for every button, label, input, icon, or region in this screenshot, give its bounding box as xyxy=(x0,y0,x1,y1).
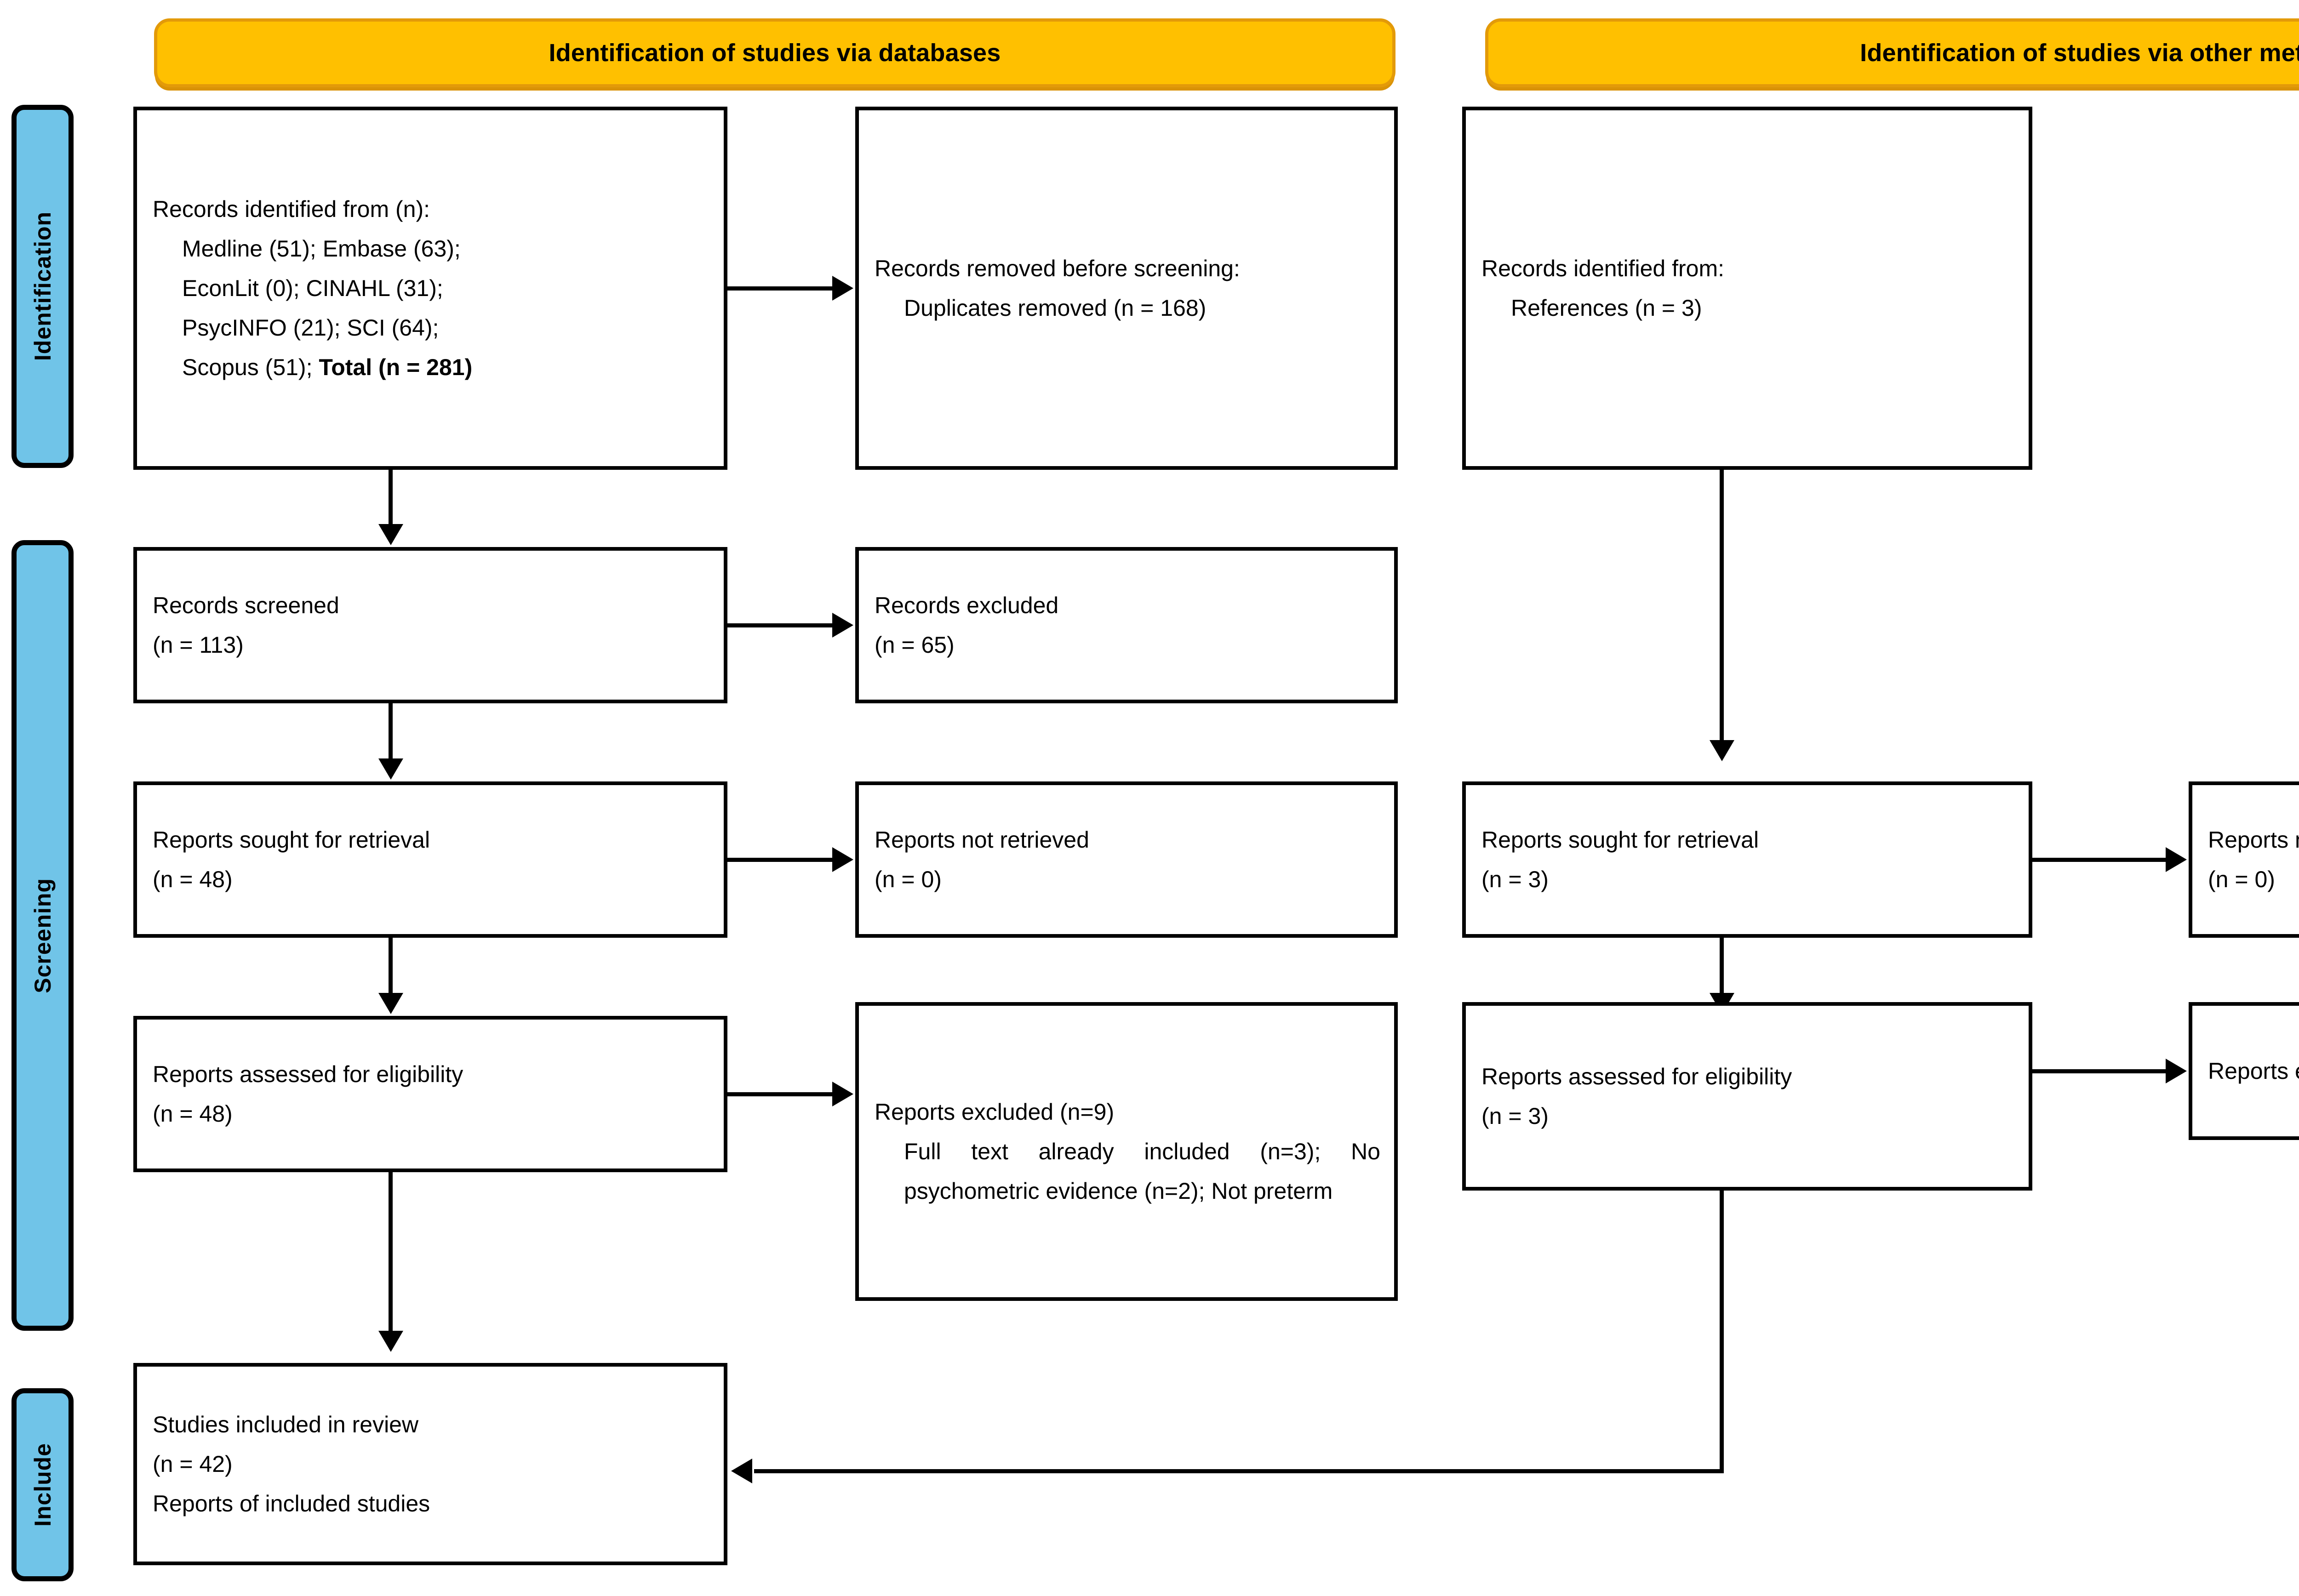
records-identified-other-references: References (n = 3) xyxy=(1511,295,1702,321)
reports-assessed-db-count: (n = 48) xyxy=(153,1101,233,1127)
box-reports-excluded-databases: Reports excluded (n=9) Full text already… xyxy=(855,1002,1398,1301)
reports-sought-db-title: Reports sought for retrieval xyxy=(153,827,430,853)
records-identified-scopus: Scopus (51); xyxy=(182,354,319,380)
arrowhead-assessed-db-to-included xyxy=(378,1331,403,1352)
reports-sought-other-title: Reports sought for retrieval xyxy=(1481,827,1759,853)
records-removed-title: Records removed before screening: xyxy=(875,256,1240,281)
arrowhead-assessed-to-excluded-other xyxy=(2166,1059,2187,1083)
box-reports-sought-other: Reports sought for retrieval (n = 3) xyxy=(1462,781,2032,938)
records-identified-title: Records identified from (n): xyxy=(153,196,430,222)
rail-screening: Screening xyxy=(11,540,74,1331)
reports-sought-other-count: (n = 3) xyxy=(1481,866,1549,892)
records-excluded-title: Records excluded xyxy=(875,593,1059,618)
box-reports-not-retrieved-other: Reports not retrieved (n = 0) xyxy=(2189,781,2299,938)
arrowhead-sought-to-assessed-db xyxy=(378,993,403,1014)
reports-assessed-other-title: Reports assessed for eligibility xyxy=(1481,1064,1792,1089)
connector-screened-to-sought xyxy=(389,703,393,763)
records-identified-row-1: Medline (51); Embase (63); xyxy=(182,236,461,262)
rail-identification: Identification xyxy=(11,105,74,468)
header-other-methods: Identification of studies via other meth… xyxy=(1485,18,2299,87)
box-records-removed-before-screening: Records removed before screening: Duplic… xyxy=(855,107,1398,470)
records-identified-other-title: Records identified from: xyxy=(1481,256,1725,281)
records-identified-total: Total (n = 281) xyxy=(319,354,473,380)
header-other-methods-label: Identification of studies via other meth… xyxy=(1860,39,2299,67)
reports-assessed-other-count: (n = 3) xyxy=(1481,1103,1549,1129)
records-removed-duplicates: Duplicates removed (n = 168) xyxy=(904,295,1207,321)
connector-assessed-db-to-included xyxy=(389,1172,393,1335)
records-screened-count: (n = 113) xyxy=(153,632,244,658)
connector-sought-to-not-retrieved-db xyxy=(727,858,833,862)
arrowhead-sought-to-not-retrieved-db xyxy=(832,847,853,872)
box-reports-assessed-databases: Reports assessed for eligibility (n = 48… xyxy=(133,1016,727,1172)
arrowhead-screened-to-excluded xyxy=(832,613,853,638)
header-databases-label: Identification of studies via databases xyxy=(549,39,1001,67)
reports-assessed-db-title: Reports assessed for eligibility xyxy=(153,1061,463,1087)
connector-sought-to-assessed-other xyxy=(1720,938,1724,998)
studies-included-title: Studies included in review xyxy=(153,1412,419,1437)
box-records-excluded: Records excluded (n = 65) xyxy=(855,547,1398,703)
arrowhead-sought-to-not-retrieved-other xyxy=(2166,847,2187,872)
reports-excluded-other-title: Reports excluded (n = 0) xyxy=(2208,1058,2299,1084)
connector-assessed-to-excluded-db xyxy=(727,1092,833,1096)
rail-screening-label: Screening xyxy=(29,878,56,993)
studies-included-reports: Reports of included studies xyxy=(153,1491,430,1516)
studies-included-count: (n = 42) xyxy=(153,1451,233,1477)
box-records-identified-other: Records identified from: References (n =… xyxy=(1462,107,2032,470)
rail-include: Include xyxy=(11,1388,74,1581)
connector-other-assessed-to-included xyxy=(754,1469,1722,1473)
arrowhead-screened-to-sought xyxy=(378,758,403,780)
records-identified-row-4: Scopus (51); Total (n = 281) xyxy=(153,348,710,387)
connector-sought-to-not-retrieved-other xyxy=(2032,858,2167,862)
connector-other-identified-to-sought xyxy=(1720,470,1724,746)
connector-assessed-to-excluded-other xyxy=(2032,1069,2167,1073)
reports-not-retrieved-other-title: Reports not retrieved xyxy=(2208,827,2299,853)
records-screened-title: Records screened xyxy=(153,593,339,618)
reports-not-retrieved-db-title: Reports not retrieved xyxy=(875,827,1089,853)
records-identified-row-2: EconLit (0); CINAHL (31); xyxy=(182,275,443,301)
arrowhead-identified-to-screened xyxy=(378,524,403,545)
box-reports-excluded-other: Reports excluded (n = 0) xyxy=(2189,1002,2299,1140)
connector-screened-to-excluded xyxy=(727,623,833,627)
connector-other-assessed-down xyxy=(1720,1191,1724,1473)
header-databases: Identification of studies via databases xyxy=(154,18,1395,87)
rail-include-label: Include xyxy=(29,1442,56,1527)
box-studies-included: Studies included in review (n = 42) Repo… xyxy=(133,1363,727,1565)
connector-sought-to-assessed-db xyxy=(389,938,393,998)
connector-identified-to-removed xyxy=(727,286,833,291)
arrowhead-assessed-to-excluded-db xyxy=(832,1082,853,1106)
box-records-screened: Records screened (n = 113) xyxy=(133,547,727,703)
arrowhead-other-identified-to-sought xyxy=(1710,740,1734,761)
reports-sought-db-count: (n = 48) xyxy=(153,866,233,892)
reports-excluded-db-title: Reports excluded (n=9) xyxy=(875,1099,1115,1125)
reports-not-retrieved-other-count: (n = 0) xyxy=(2208,866,2275,892)
box-reports-not-retrieved-databases: Reports not retrieved (n = 0) xyxy=(855,781,1398,938)
box-reports-assessed-other: Reports assessed for eligibility (n = 3) xyxy=(1462,1002,2032,1191)
reports-not-retrieved-db-count: (n = 0) xyxy=(875,866,942,892)
arrowhead-identified-to-removed xyxy=(832,276,853,301)
records-excluded-count: (n = 65) xyxy=(875,632,955,658)
connector-identified-to-screened xyxy=(389,470,393,530)
reports-excluded-db-reasons: Full text already included (n=3); No psy… xyxy=(904,1139,1380,1204)
box-records-identified-databases: Records identified from (n): Medline (51… xyxy=(133,107,727,470)
rail-identification-label: Identification xyxy=(29,211,56,361)
box-reports-sought-databases: Reports sought for retrieval (n = 48) xyxy=(133,781,727,938)
records-identified-row-3: PsycINFO (21); SCI (64); xyxy=(182,315,439,341)
arrowhead-other-assessed-to-included xyxy=(731,1459,752,1483)
